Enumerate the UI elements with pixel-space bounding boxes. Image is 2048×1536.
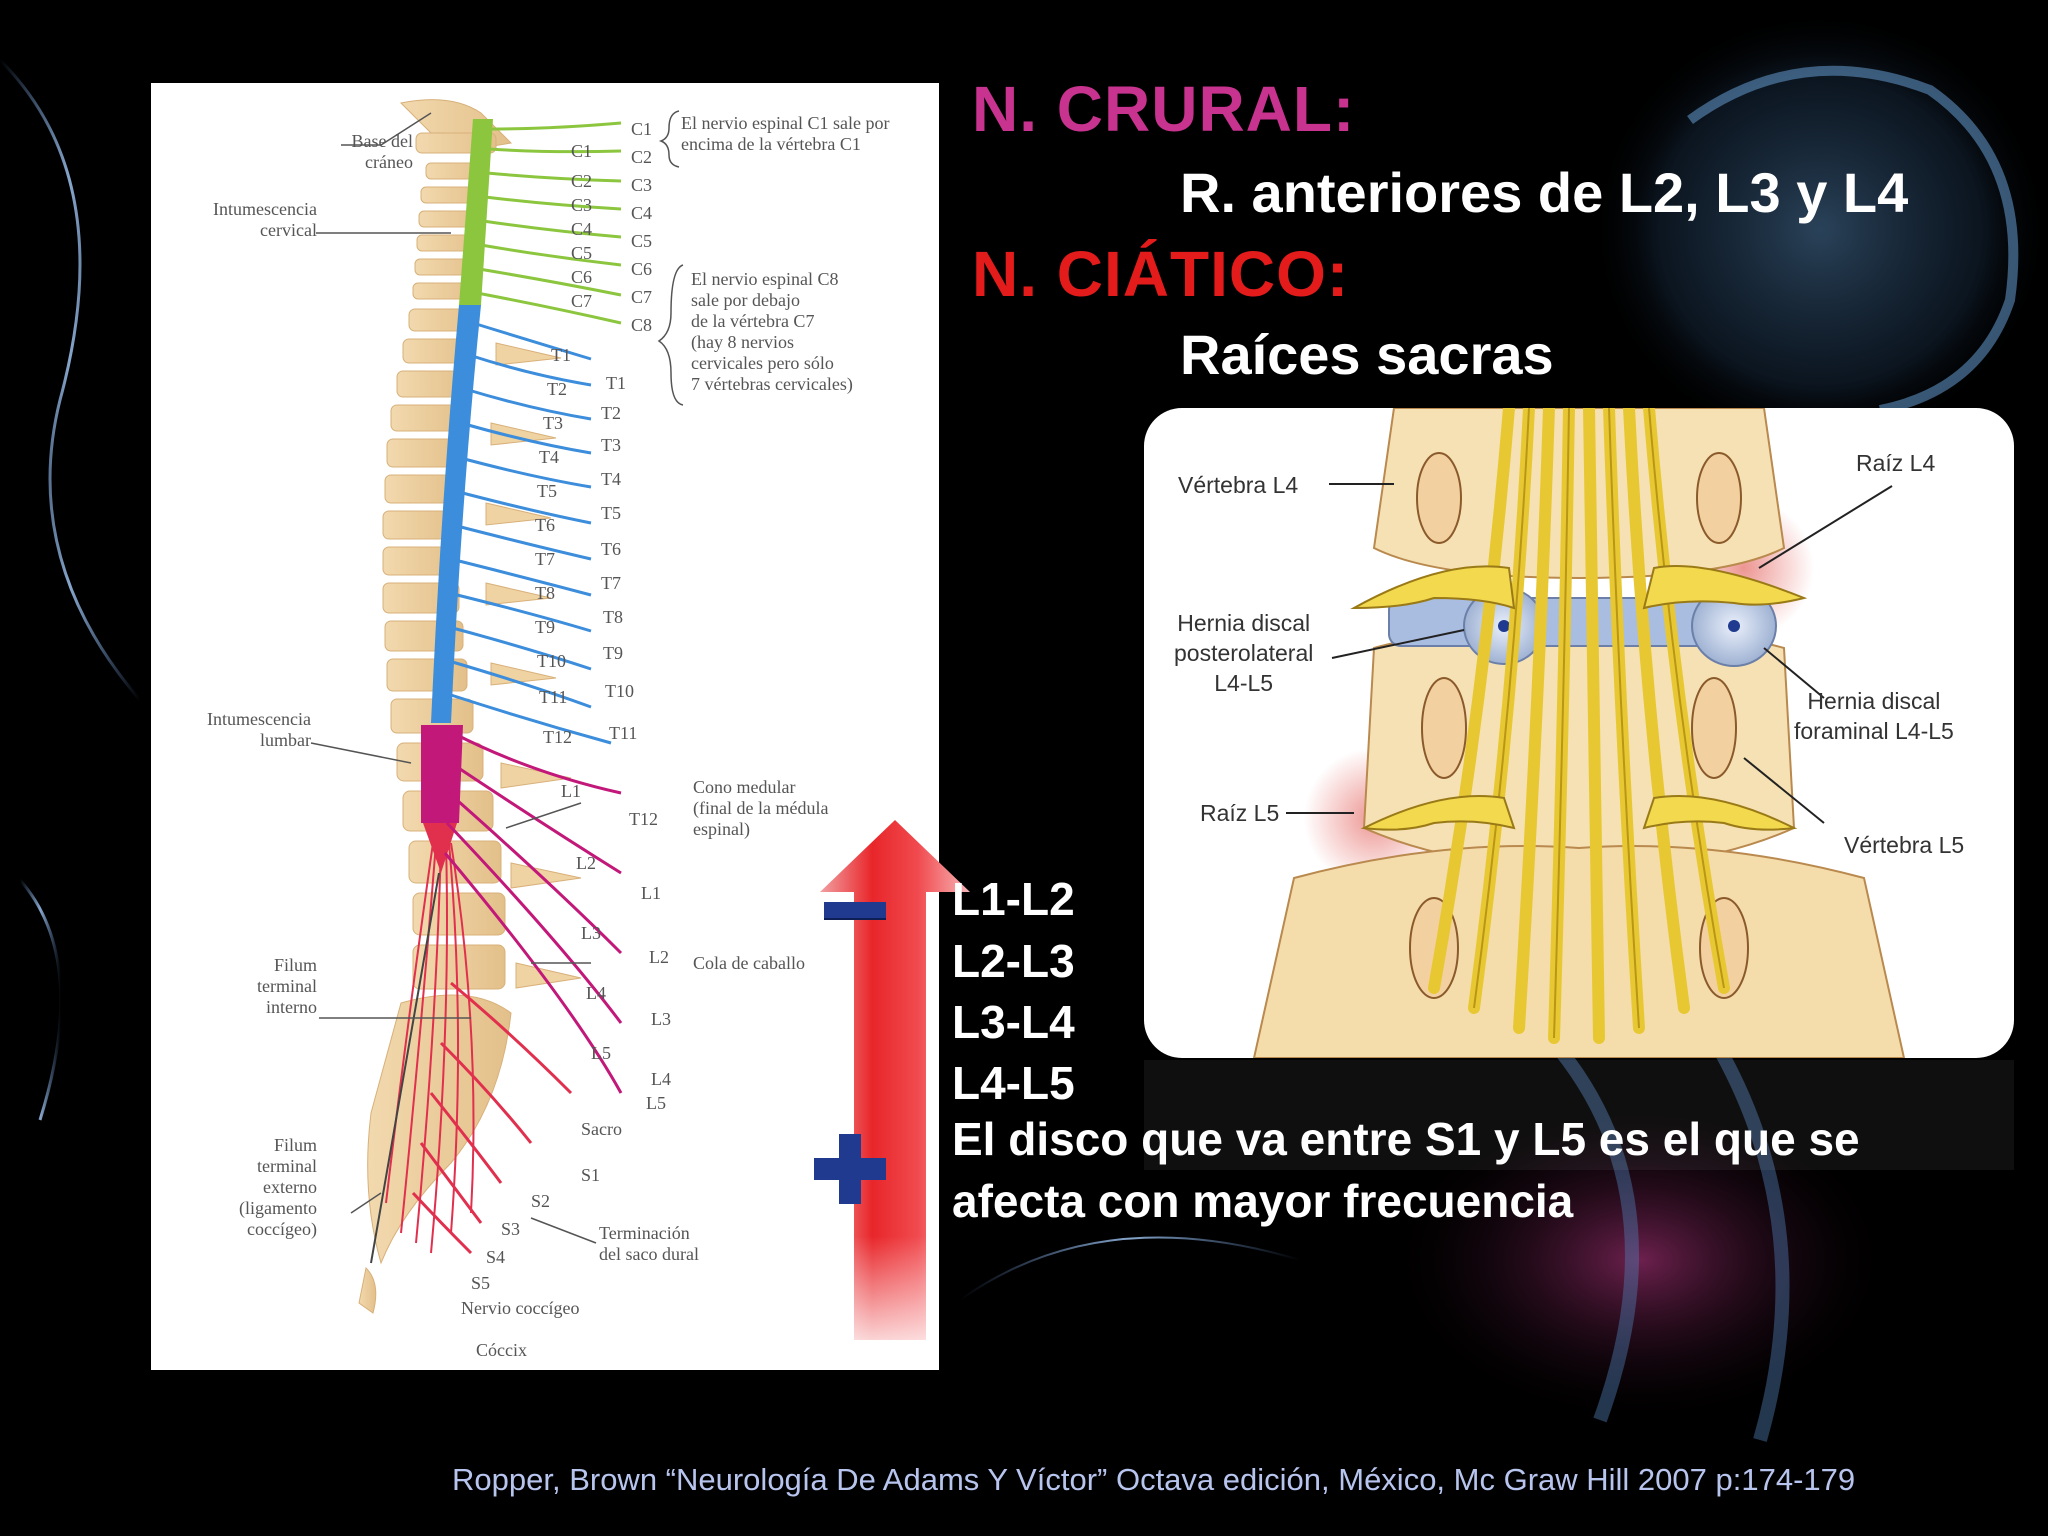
- vertebra-label: T9: [535, 617, 555, 637]
- nerve-label: C6: [631, 259, 653, 279]
- nerve-label: C1: [631, 119, 653, 139]
- spinal-cord-diagram: Base del cráneo Intumescencia cervical I…: [151, 83, 939, 1370]
- vertebra-label: T4: [539, 447, 559, 467]
- terminacion-saco-label: Terminación del saco dural: [599, 1223, 699, 1264]
- vertebra-label: T3: [543, 413, 563, 433]
- nerve-label: T9: [603, 643, 623, 663]
- disc-hernia-illustration: [1252, 408, 1906, 1058]
- ciatico-heading: N. CIÁTICO:: [972, 238, 1350, 310]
- filum-interno-label: Filum terminal interno: [257, 955, 317, 1017]
- plus-sign-vertical: [839, 1134, 861, 1204]
- vertebra-label: T8: [535, 583, 555, 603]
- c8-note: El nervio espinal C8 sale por debajo de …: [691, 269, 853, 394]
- nerve-label: T1: [606, 373, 626, 393]
- raiz-l5-label: Raíz L5: [1200, 800, 1280, 826]
- spinal-cord-illustration: [310, 99, 684, 1314]
- nerve-label: S2: [531, 1191, 551, 1211]
- disc-level-l4-l5: L4-L5: [952, 1057, 1075, 1109]
- nerve-label: T12: [629, 809, 658, 829]
- nerve-label: T2: [601, 403, 621, 423]
- nerve-label: T11: [609, 723, 638, 743]
- reference-citation: Ropper, Brown “Neurología De Adams Y Víc…: [452, 1462, 1856, 1497]
- nerve-label: C3: [631, 175, 653, 195]
- nerve-label: C4: [631, 203, 653, 223]
- nerve-label: C7: [631, 287, 653, 307]
- nerve-label: L3: [651, 1009, 671, 1029]
- nerve-label: S4: [486, 1247, 506, 1267]
- raiz-l4-label: Raíz L4: [1856, 450, 1936, 476]
- frequency-note: El disco que va entre S1 y L5 es el que …: [952, 1113, 1860, 1227]
- base-craneo-label: Base del cráneo: [351, 131, 413, 172]
- nerve-label: S5: [471, 1273, 491, 1293]
- disc-hernia-diagram: Vértebra L4 Raíz L4 Hernia discal poster…: [1144, 408, 2014, 1058]
- crural-description: R. anteriores de L2, L3 y L4: [1180, 161, 1909, 224]
- vertebra-label: C4: [571, 219, 593, 239]
- vertebra-label: T12: [543, 727, 572, 747]
- vertebra-label: T11: [539, 687, 568, 707]
- vertebra-l5-label: Vértebra L5: [1844, 832, 1965, 858]
- nerve-label: L5: [646, 1093, 666, 1113]
- vertebra-label: L4: [586, 983, 606, 1003]
- vertebra-label: T7: [535, 549, 555, 569]
- vertebra-label: C7: [571, 291, 593, 311]
- nerve-label: S1: [581, 1165, 601, 1185]
- nerve-label: S3: [501, 1219, 521, 1239]
- nerve-label: L4: [651, 1069, 671, 1089]
- vertebra-label: T10: [537, 651, 566, 671]
- disc-level-l2-l3: L2-L3: [952, 935, 1075, 987]
- vertebra-label: T1: [551, 345, 571, 365]
- ciatico-description: Raíces sacras: [1180, 323, 1554, 386]
- nerve-label: T6: [601, 539, 621, 559]
- nerve-label: C2: [631, 147, 653, 167]
- vertebra-l4-label: Vértebra L4: [1178, 472, 1299, 498]
- nerve-label: L1: [641, 883, 661, 903]
- hernia-posterolateral-label: Hernia discal posterolateral L4-L5: [1174, 610, 1314, 696]
- vertebra-label: C2: [571, 171, 593, 191]
- intumescencia-lumbar-label: Intumescencia lumbar: [207, 709, 311, 750]
- disc-level-l3-l4: L3-L4: [952, 996, 1075, 1048]
- cola-caballo-label: Cola de caballo: [693, 953, 805, 973]
- cono-medular-label: Cono medular (final de la médula espinal…: [693, 777, 829, 839]
- nerve-label: T7: [601, 573, 621, 593]
- vertebra-label: C6: [571, 267, 593, 287]
- minus-sign: [824, 902, 886, 918]
- coccix-label: Cóccix: [476, 1340, 527, 1360]
- c1-note: El nervio espinal C1 sale por encima de …: [681, 113, 890, 154]
- vertebra-label: C3: [571, 195, 593, 215]
- nerve-label: C5: [631, 231, 653, 251]
- nerve-label: T4: [601, 469, 621, 489]
- vertebra-label: C5: [571, 243, 593, 263]
- filum-externo-label: Filum terminal externo (ligamento coccíg…: [239, 1135, 317, 1239]
- hernia-foraminal-label: Hernia discal foraminal L4-L5: [1794, 688, 1954, 744]
- vertebra-label: L2: [576, 853, 596, 873]
- vertebra-label: L1: [561, 781, 581, 801]
- vertebra-label: T6: [535, 515, 555, 535]
- vertebra-label: L5: [591, 1043, 611, 1063]
- nervio-coccigeo-label: Nervio coccígeo: [461, 1298, 580, 1318]
- nerve-label: T5: [601, 503, 621, 523]
- nerve-label: T10: [605, 681, 634, 701]
- nerve-label: T8: [603, 607, 623, 627]
- nerve-label: C8: [631, 315, 653, 335]
- nerve-label: L2: [649, 947, 669, 967]
- nerve-label: T3: [601, 435, 621, 455]
- frequency-arrow: [820, 820, 970, 1340]
- vertebra-label: L3: [581, 923, 601, 943]
- vertebra-label: C1: [571, 141, 593, 161]
- sacro-label: Sacro: [581, 1119, 622, 1139]
- crural-heading: N. CRURAL:: [972, 73, 1356, 145]
- disc-level-l1-l2: L1-L2: [952, 873, 1075, 925]
- vertebra-label: T2: [547, 379, 567, 399]
- vertebra-label: T5: [537, 481, 557, 501]
- intumescencia-cervical-label: Intumescencia cervical: [213, 199, 317, 240]
